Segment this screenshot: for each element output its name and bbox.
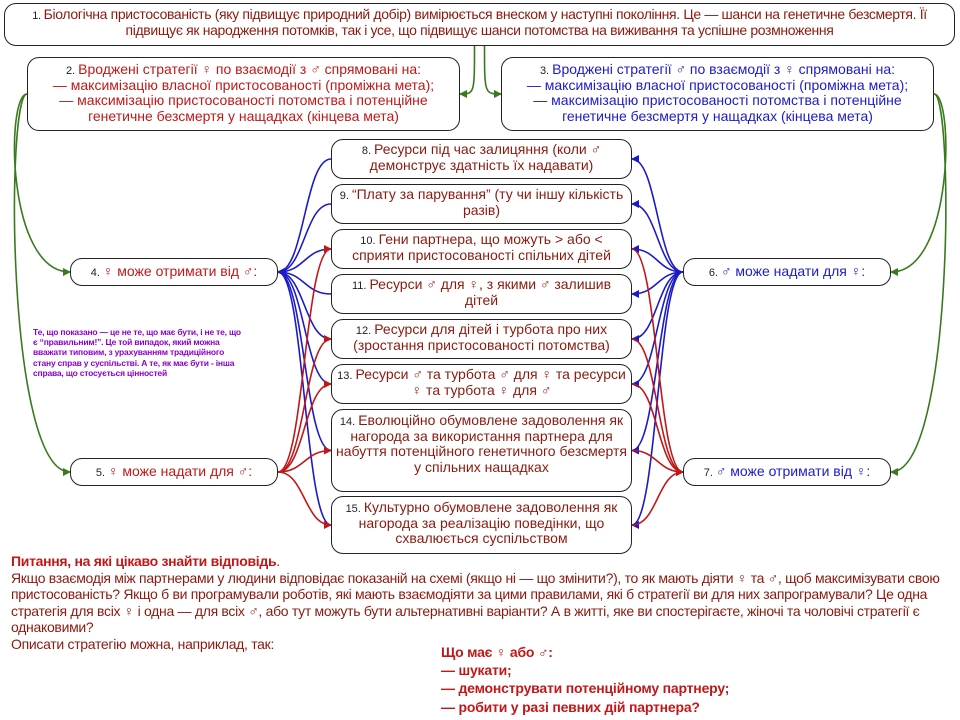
actions-list: Що має ♀ або ♂: — шукати; — демонструват… bbox=[441, 643, 729, 716]
node-8-courtship-resources: 8.Ресурси під час залицяння (коли ♂ демо… bbox=[331, 139, 632, 179]
blue-link-n4-n15 bbox=[277, 268, 332, 526]
action-item: — демонструвати потенційному партнеру; bbox=[441, 680, 730, 697]
red-link-n7-n12 bbox=[631, 338, 684, 476]
disclaimer-note: Те, що показано — це не те, що має бути,… bbox=[33, 327, 241, 378]
node-11-male-resources: 11.Ресурси ♂ для ♀, з якими ♂ залишив ді… bbox=[331, 274, 632, 314]
node-6-male-provides: 6.♂ може надати для ♀: bbox=[683, 258, 891, 286]
node-line: — максимізацію власної пристосованості (… bbox=[52, 76, 435, 93]
node-text: Еволюційно обумовлене задоволення як наг… bbox=[336, 412, 627, 476]
node-2-female-strategies: 2.Вроджені стратегії ♀ по взаємодії з ♂ … bbox=[27, 57, 460, 131]
node-text: Ресурси під час залицяння (коли ♂ демонс… bbox=[369, 141, 602, 173]
blue-link-n6-n15 bbox=[631, 271, 684, 529]
actions-title: Що має ♀ або ♂: bbox=[441, 644, 553, 660]
node-number: 5. bbox=[95, 467, 105, 479]
questions-paragraph: Якщо взаємодія між партнерами у людини в… bbox=[11, 569, 940, 636]
red-link-n7-n15 bbox=[631, 468, 684, 526]
blue-link-n6-n11 bbox=[631, 271, 684, 298]
node-13-mutual-resources: 13.Ресурси ♂ та турбота ♂ для ♀ та ресур… bbox=[331, 364, 632, 404]
node-number: 14. bbox=[339, 416, 356, 428]
node-3-male-strategies: 3.Вроджені стратегії ♂ по взаємодії з ♀ … bbox=[501, 57, 934, 131]
questions-title: Питання, на які цікаво знайти відповідь bbox=[11, 553, 277, 569]
node-12-child-care: 12.Ресурси для дітей і турбота про них (… bbox=[331, 319, 632, 359]
red-link-n5-n15 bbox=[277, 471, 332, 529]
questions-title-dot: . bbox=[276, 553, 280, 569]
node-text: ♂ може отримати від ♀: bbox=[715, 463, 871, 479]
node-1-biological-fitness: 1.Біологічна пристосованість (яку підвищ… bbox=[4, 3, 955, 46]
node-number: 8. bbox=[361, 145, 372, 157]
node-number: 13. bbox=[337, 370, 353, 382]
green-link-n3-n7 bbox=[890, 93, 947, 476]
red-link-n5-n10 bbox=[277, 245, 332, 473]
red-link-n5-n14 bbox=[277, 446, 332, 473]
node-number: 3. bbox=[539, 65, 550, 77]
node-number: 7. bbox=[703, 467, 713, 479]
node-text: ♂ може надати для ♀: bbox=[721, 263, 866, 279]
node-number: 10. bbox=[360, 235, 376, 247]
blue-link-n4-n13 bbox=[277, 268, 332, 385]
node-4-female-receives: 4.♀ може отримати від ♂: bbox=[70, 258, 278, 286]
node-number: 12. bbox=[355, 325, 372, 337]
questions-heading: Питання, на які цікаво знайти відповідь. bbox=[11, 553, 951, 570]
node-text: Гени партнера, що можуть > або < сприяти… bbox=[352, 231, 611, 263]
red-link-n7-n10 bbox=[631, 248, 684, 476]
blue-link-n4-n8 bbox=[277, 158, 332, 276]
node-10-partner-genes: 10.Гени партнера, що можуть > або < спри… bbox=[331, 229, 632, 269]
green-link-n3-n6 bbox=[890, 93, 947, 276]
node-line: — максимізацію власної пристосованості (… bbox=[526, 76, 909, 93]
node-text: Ресурси для дітей і турбота про них (зро… bbox=[353, 321, 610, 353]
node-line: — максимізацію пристосованості потомства… bbox=[533, 92, 902, 125]
node-7-male-receives: 7.♂ може отримати від ♀: bbox=[683, 458, 891, 486]
node-title: Вроджені стратегії ♀ по взаємодії з ♂ сп… bbox=[78, 61, 422, 77]
red-link-n5-n13 bbox=[277, 380, 332, 473]
node-5-female-provides: 5.♀ може надати для ♂: bbox=[70, 458, 278, 486]
node-14-evolutionary-pleasure: 14.Еволюційно обумовлене задоволення як … bbox=[331, 409, 632, 492]
node-line: — максимізацію пристосованості потомства… bbox=[59, 92, 428, 125]
node-text: Культурно обумовлене задоволення як наго… bbox=[358, 499, 618, 547]
node-number: 15. bbox=[345, 503, 361, 515]
node-text: ♀ може надати для ♂: bbox=[108, 463, 253, 479]
node-text: ♀ може отримати від ♂: bbox=[102, 263, 258, 279]
node-title: Вроджені стратегії ♂ по взаємодії з ♀ сп… bbox=[552, 61, 896, 77]
green-link-n1-n3 bbox=[483, 45, 502, 98]
green-link-n2-n5 bbox=[13, 93, 71, 476]
node-number: 9. bbox=[339, 190, 349, 202]
red-link-n7-n13 bbox=[631, 383, 684, 476]
node-text: “Плату за парування” (ту чи іншу кількіс… bbox=[351, 186, 624, 218]
node-number: 4. bbox=[90, 267, 100, 279]
blue-link-n6-n8 bbox=[631, 155, 684, 273]
node-15-cultural-pleasure: 15.Культурно обумовлене задоволення як н… bbox=[331, 496, 632, 554]
node-number: 2. bbox=[65, 65, 76, 77]
questions-paragraph-2: Описати стратегію можна, наприклад, так: bbox=[11, 635, 275, 652]
action-item: — робити у разі певних дій партнера? bbox=[441, 698, 700, 715]
node-text: Ресурси ♂ для ♀, з якими ♂ залишив дітей bbox=[369, 276, 612, 308]
node-number: 6. bbox=[708, 267, 718, 279]
blue-link-n6-n13 bbox=[631, 271, 684, 388]
blue-link-n4-n12 bbox=[277, 268, 332, 340]
green-link-n1-n2 bbox=[459, 45, 476, 98]
action-item: — шукати; bbox=[441, 662, 512, 679]
blue-link-n6-n9 bbox=[631, 200, 684, 273]
questions-section: Питання, на які цікаво знайти відповідь.… bbox=[11, 553, 951, 652]
blue-link-n4-n9 bbox=[277, 203, 332, 276]
node-9-mating-payment: 9.“Плату за парування” (ту чи іншу кільк… bbox=[331, 184, 632, 224]
green-link-n2-n4 bbox=[13, 93, 71, 276]
node-number: 11. bbox=[351, 280, 367, 292]
node-text: Ресурси ♂ та турбота ♂ для ♀ та ресурси … bbox=[355, 366, 626, 398]
blue-link-n6-n10 bbox=[631, 245, 684, 273]
red-link-n5-n12 bbox=[277, 335, 332, 473]
blue-link-n6-n12 bbox=[631, 271, 684, 343]
node-text: Біологічна пристосованість (яку підвищує… bbox=[43, 6, 927, 38]
node-number: 1. bbox=[32, 10, 41, 22]
